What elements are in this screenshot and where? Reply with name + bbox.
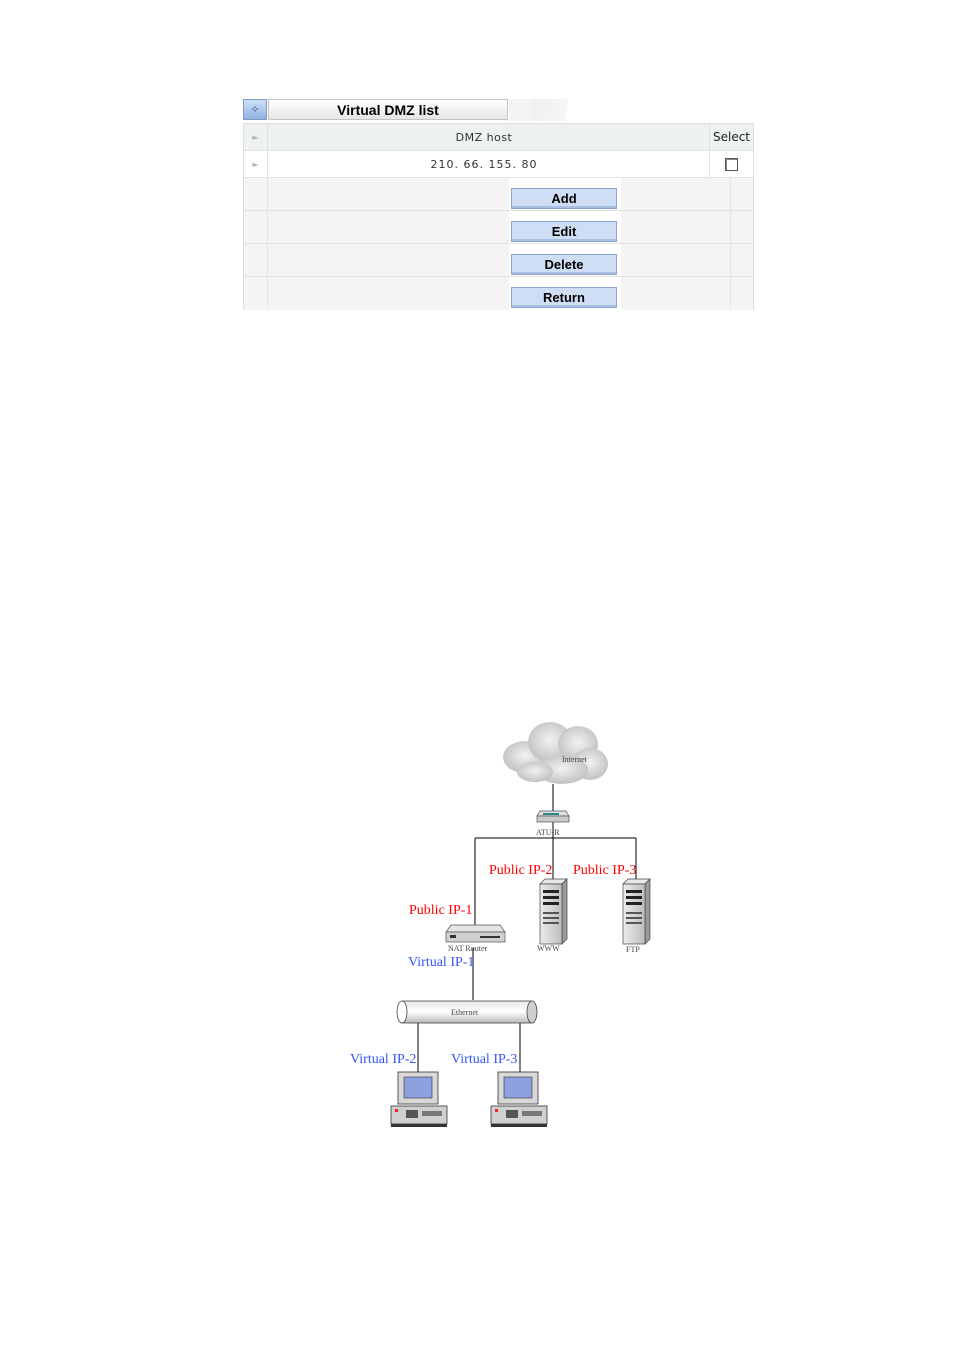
add-button[interactable]: Add: [511, 188, 617, 209]
row-divider: [730, 178, 731, 210]
nat-router-icon: [445, 924, 506, 943]
virtual-dmz-list-panel: ✧ Virtual DMZ list ► DMZ host Select ► 2…: [243, 99, 754, 310]
ftp-label: FTP: [626, 945, 640, 954]
internet-cloud-icon: [503, 722, 608, 784]
row-spacer: [244, 277, 268, 310]
button-row-return: Return: [244, 277, 753, 310]
pc-2-icon: [490, 1071, 548, 1127]
select-checkbox[interactable]: [725, 157, 738, 171]
internet-label: Internet: [562, 755, 587, 764]
row-arrow-icon: ►: [244, 124, 268, 150]
row-arrow-icon: ►: [244, 151, 268, 177]
delete-button[interactable]: Delete: [511, 254, 617, 275]
atur-modem-icon: [536, 810, 570, 823]
select-cell: [709, 151, 753, 177]
return-button[interactable]: Return: [511, 287, 617, 308]
title-spacer: [509, 99, 533, 121]
button-row-add: Add: [244, 178, 753, 211]
virtual-ip-2-label: Virtual IP-2: [350, 1052, 417, 1067]
row-divider: [730, 211, 731, 243]
www-server-icon: [539, 878, 568, 945]
diagram-canvas: [390, 722, 651, 1127]
virtual-ip-1-label: Virtual IP-1: [408, 955, 475, 970]
edit-button[interactable]: Edit: [511, 221, 617, 242]
row-spacer: [244, 211, 268, 243]
table-header-row: ► DMZ host Select: [244, 124, 753, 151]
nat-router-label: NAT Router: [448, 944, 488, 953]
panel-title: Virtual DMZ list: [268, 99, 508, 120]
public-ip-3-label: Public IP-3: [573, 863, 637, 878]
ethernet-label: Ethernet: [451, 1008, 479, 1017]
title-fade: [533, 99, 593, 121]
row-spacer: [244, 244, 268, 276]
ethernet-bus-icon: [396, 1000, 538, 1024]
dmz-table: ► DMZ host Select ► 210. 66. 155. 80 Add…: [243, 123, 754, 310]
select-header: Select: [709, 124, 753, 150]
row-spacer: [244, 178, 268, 210]
ftp-server-icon: [622, 878, 651, 945]
row-divider: [730, 277, 731, 310]
pc-1-icon: [390, 1071, 448, 1127]
dmz-network-diagram: Internet ATU-R Public IP-2 Public IP-3 P…: [340, 712, 670, 1132]
row-divider: [730, 244, 731, 276]
button-row-delete: Delete: [244, 244, 753, 277]
dmz-host-header: DMZ host: [455, 130, 513, 144]
www-label: WWW: [537, 944, 560, 953]
public-ip-1-label: Public IP-1: [409, 903, 473, 918]
button-row-edit: Edit: [244, 211, 753, 244]
virtual-ip-3-label: Virtual IP-3: [451, 1052, 518, 1067]
public-ip-2-label: Public IP-2: [489, 863, 553, 878]
table-row: ► 210. 66. 155. 80: [244, 151, 753, 178]
panel-title-icon: ✧: [243, 99, 267, 120]
atur-label: ATU-R: [536, 828, 560, 837]
dmz-host-value: 210. 66. 155. 80: [430, 157, 538, 171]
